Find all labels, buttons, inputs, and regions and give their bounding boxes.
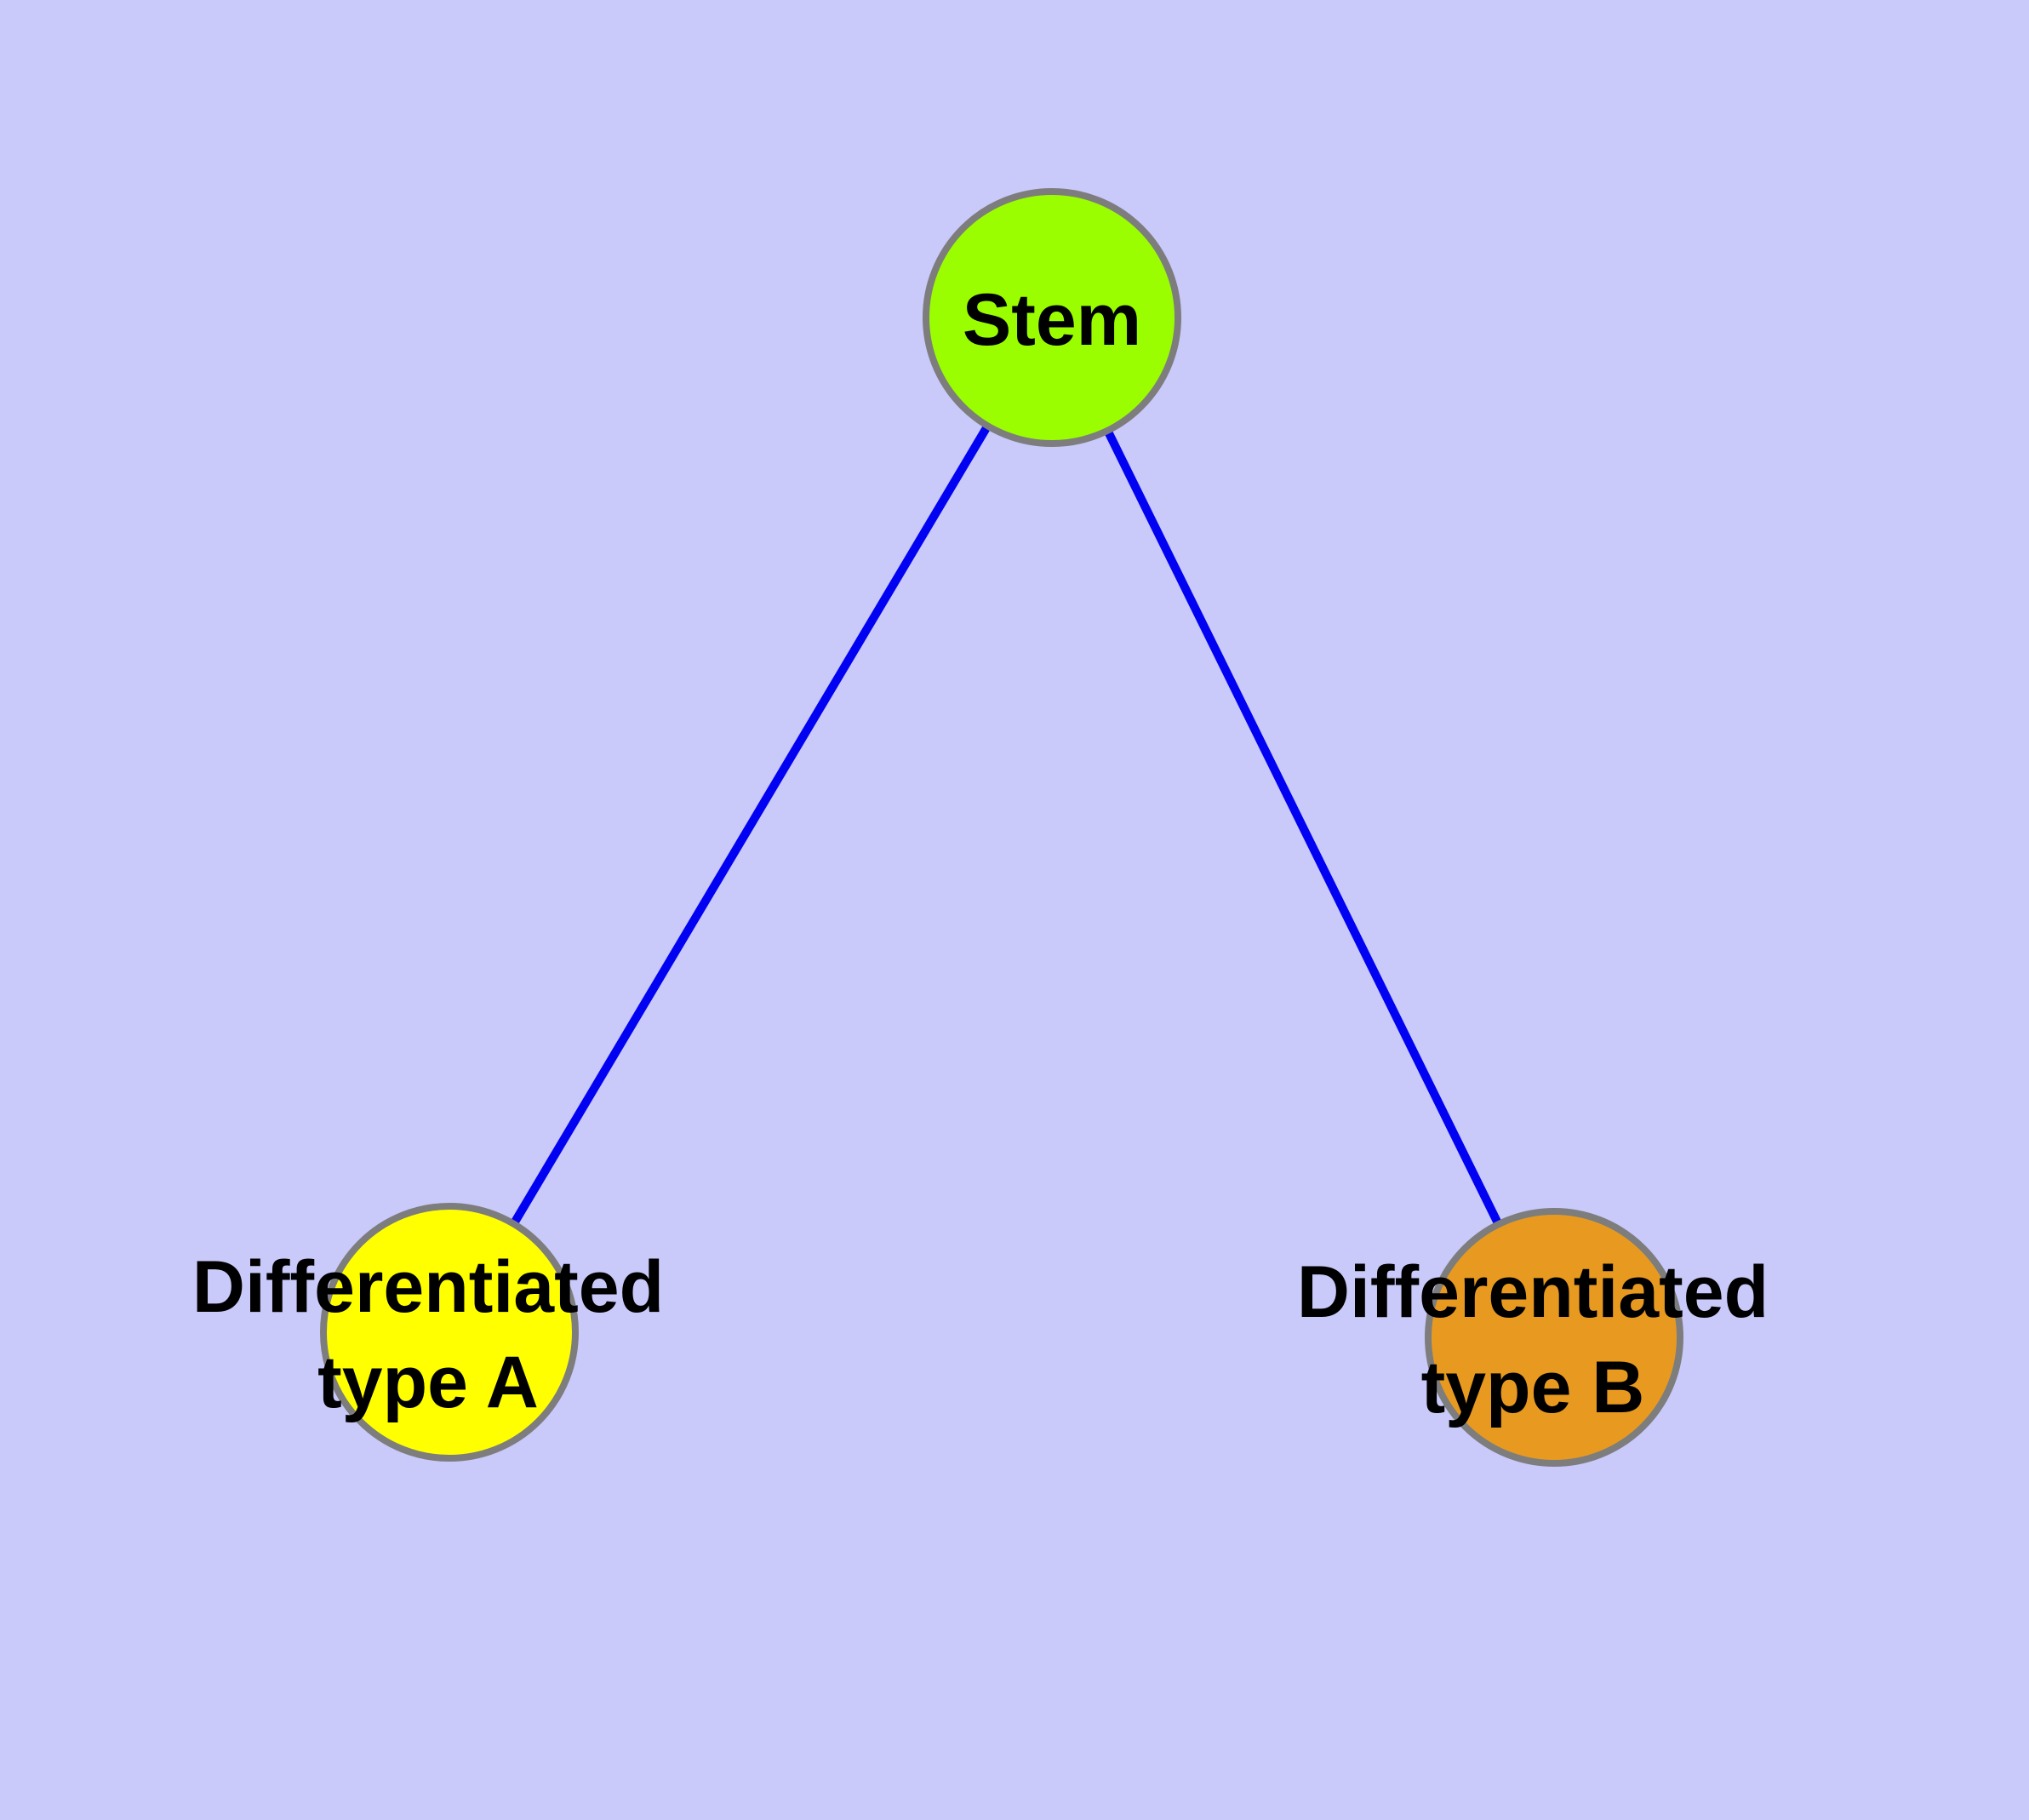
edges-layer (445, 315, 1558, 1340)
node-differentiated-type-a-label-line-1: Differentiated (192, 1246, 664, 1328)
node-differentiated-type-b-label: Differentiated type B (1297, 1251, 1769, 1428)
node-differentiated-type-a-circle (320, 1203, 579, 1462)
node-stem-label-line-1: Stem (963, 279, 1141, 361)
node-stem-circle (923, 188, 1181, 447)
node-differentiated-type-b-circle (1425, 1208, 1683, 1467)
node-differentiated-type-b-label-line-1: Differentiated (1297, 1251, 1769, 1333)
edge-stem-differentiated-type-b (1048, 315, 1558, 1340)
node-differentiated-type-b-label-line-2: type B (1421, 1347, 1645, 1428)
node-stem-label: Stem (963, 279, 1141, 361)
node-differentiated-type-a: Differentiated type A (192, 1203, 664, 1462)
edge-stem-differentiated-type-a (445, 315, 1056, 1335)
node-differentiated-type-a-label-line-2: type A (317, 1342, 539, 1423)
node-differentiated-type-b: Differentiated type B (1297, 1208, 1769, 1467)
node-stem: Stem (923, 188, 1181, 447)
node-differentiated-type-a-label: Differentiated type A (192, 1246, 664, 1423)
